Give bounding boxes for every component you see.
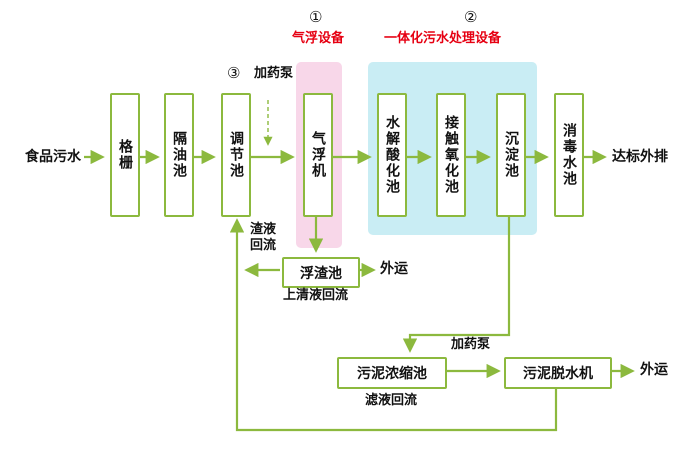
node-oil-tank: 隔油池 [164, 93, 194, 217]
node-sludge-dewatering-machine: 污泥脱水机 [504, 357, 612, 389]
node-contact-oxidation-tank: 接触氧化池 [436, 93, 466, 217]
air-flotation-equipment-label: 气浮设备 [292, 31, 345, 46]
circle-number-3: ③ [227, 64, 241, 82]
flow-arrows [84, 100, 635, 432]
sludge-down-arrow [402, 215, 511, 353]
dosing-pump-bottom-label: 加药泵 [451, 337, 491, 352]
discharge-label: 达标外排 [612, 149, 668, 165]
source-label: 食品污水 [25, 149, 81, 165]
filtrate-reflux-loop [229, 218, 558, 432]
integrated-treatment-equipment-label: 一体化污水处理设备 [384, 31, 502, 46]
outward-transport-sludge-label: 外运 [640, 362, 668, 378]
outward-transport-scum-label: 外运 [380, 261, 408, 277]
node-regulating-tank: 调节池 [221, 93, 251, 217]
filtrate-reflux-label: 滤液回流 [365, 393, 418, 408]
dosing-pump-top-label: 加药泵 [254, 66, 294, 81]
slag-liquid-reflux-label: 渣液回流 [249, 222, 276, 253]
node-sludge-thickening-tank: 污泥浓缩池 [337, 357, 447, 389]
node-grid: 格栅 [110, 93, 140, 217]
node-hydrolysis-acidification-tank: 水解酸化池 [377, 93, 407, 217]
node-disinfection-tank: 消毒水池 [554, 93, 584, 217]
circle-number-1: ① [309, 8, 323, 26]
node-air-flotation: 气浮机 [303, 93, 333, 217]
circle-number-2: ② [464, 8, 478, 26]
node-scum-tank: 浮渣池 [282, 257, 360, 288]
node-sedimentation-tank: 沉淀池 [496, 93, 526, 217]
supernatant-reflux-label: 上清液回流 [283, 288, 349, 303]
